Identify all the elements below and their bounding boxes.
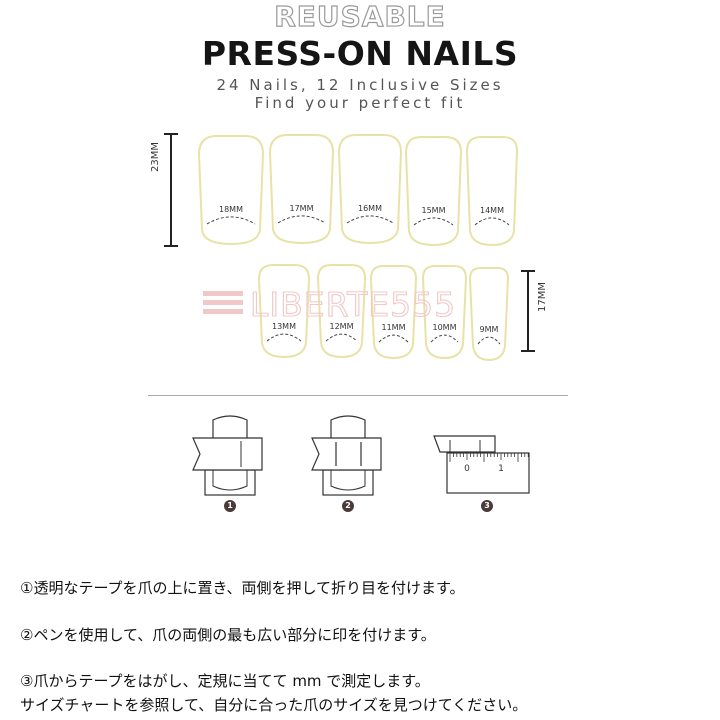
nail-row2-5-label: 9MM [480, 325, 499, 334]
nail-row1-3-label: 16MM [358, 204, 382, 213]
nail-row1-2 [268, 134, 335, 245]
instruction-2: ②ペンを使用して、爪の両側の最も広い部分に印を付けます。 [20, 626, 436, 644]
nail-row2-1 [257, 264, 311, 359]
nail-row2-3-measure-line [378, 334, 409, 343]
nail-row1-1-label: 18MM [219, 205, 243, 214]
watermark-bar-3 [203, 309, 243, 314]
nail-row1-5 [465, 136, 519, 247]
step-1-illustration [192, 415, 263, 496]
watermark-text: LIBERTE555 [250, 285, 456, 324]
watermark-bar-2 [203, 300, 243, 305]
nail-row2-3 [369, 265, 418, 360]
reusable-heading: REUSABLE [274, 0, 446, 34]
nail-row1-2-measure-line [277, 215, 326, 224]
nail-row2-4-label: 10MM [433, 323, 457, 332]
nail-row1-3 [337, 134, 403, 245]
nail-row1-1 [197, 135, 265, 246]
instruction-1: ①透明なテープを爪の上に置き、両側を押して折り目を付けます。 [20, 579, 465, 597]
nail-row2-1-label: 13MM [272, 322, 296, 331]
instruction-4: サイズチャートを参照して、自分に合った爪のサイズを見つけてください。 [20, 696, 528, 714]
nail-row1-5-label: 14MM [480, 206, 504, 215]
section-divider [148, 395, 568, 396]
step-1-badge: 1 [224, 500, 236, 512]
nail-row2-2 [316, 264, 367, 359]
ruler-tick-marks [449, 453, 529, 462]
step-3-illustration: 0 1 [433, 435, 530, 494]
nail-row1-4-label: 15MM [422, 206, 446, 215]
instruction-3: ③爪からテープをはがし、定規に当てて mm で測定します。 [20, 672, 430, 690]
row2-height-label: 17MM [537, 282, 548, 312]
page-title: PRESS-ON NAILS [201, 34, 519, 73]
nail-size-chart: 18MM 17MM 16MM 15MM 14MM 13MM 12MM 11MM 10MM 9MM L… [150, 133, 548, 362]
subtitle-sizes: 24 Nails, 12 Inclusive Sizes [216, 76, 504, 94]
nail-row2-2-label: 12MM [330, 322, 354, 331]
nail-row2-2-measure-line [325, 333, 358, 342]
nail-row1-1-measure-line [206, 216, 256, 225]
step-2-badge: 2 [342, 500, 354, 512]
step-3-badge: 3 [481, 500, 493, 512]
nail-row1-4 [404, 136, 463, 247]
row1-height-label: 23MM [150, 142, 161, 172]
nail-row2-4 [421, 265, 468, 360]
ruler-label-0: 0 [464, 464, 470, 474]
nail-row1-2-label: 17MM [290, 204, 314, 213]
nail-row2-5-measure-line [477, 336, 501, 345]
subtitle-fit: Find your perfect fit [254, 94, 466, 112]
ruler-label-1: 1 [498, 464, 504, 474]
measurement-steps-illustration: 0 1 [192, 415, 530, 496]
nail-row2-5 [468, 267, 510, 362]
nail-row2-3-label: 11MM [382, 323, 406, 332]
nail-row2-4-measure-line [430, 334, 459, 343]
nail-row1-4-measure-line [413, 217, 454, 226]
watermark-bar-1 [203, 291, 243, 296]
step-2-illustration [311, 415, 382, 496]
